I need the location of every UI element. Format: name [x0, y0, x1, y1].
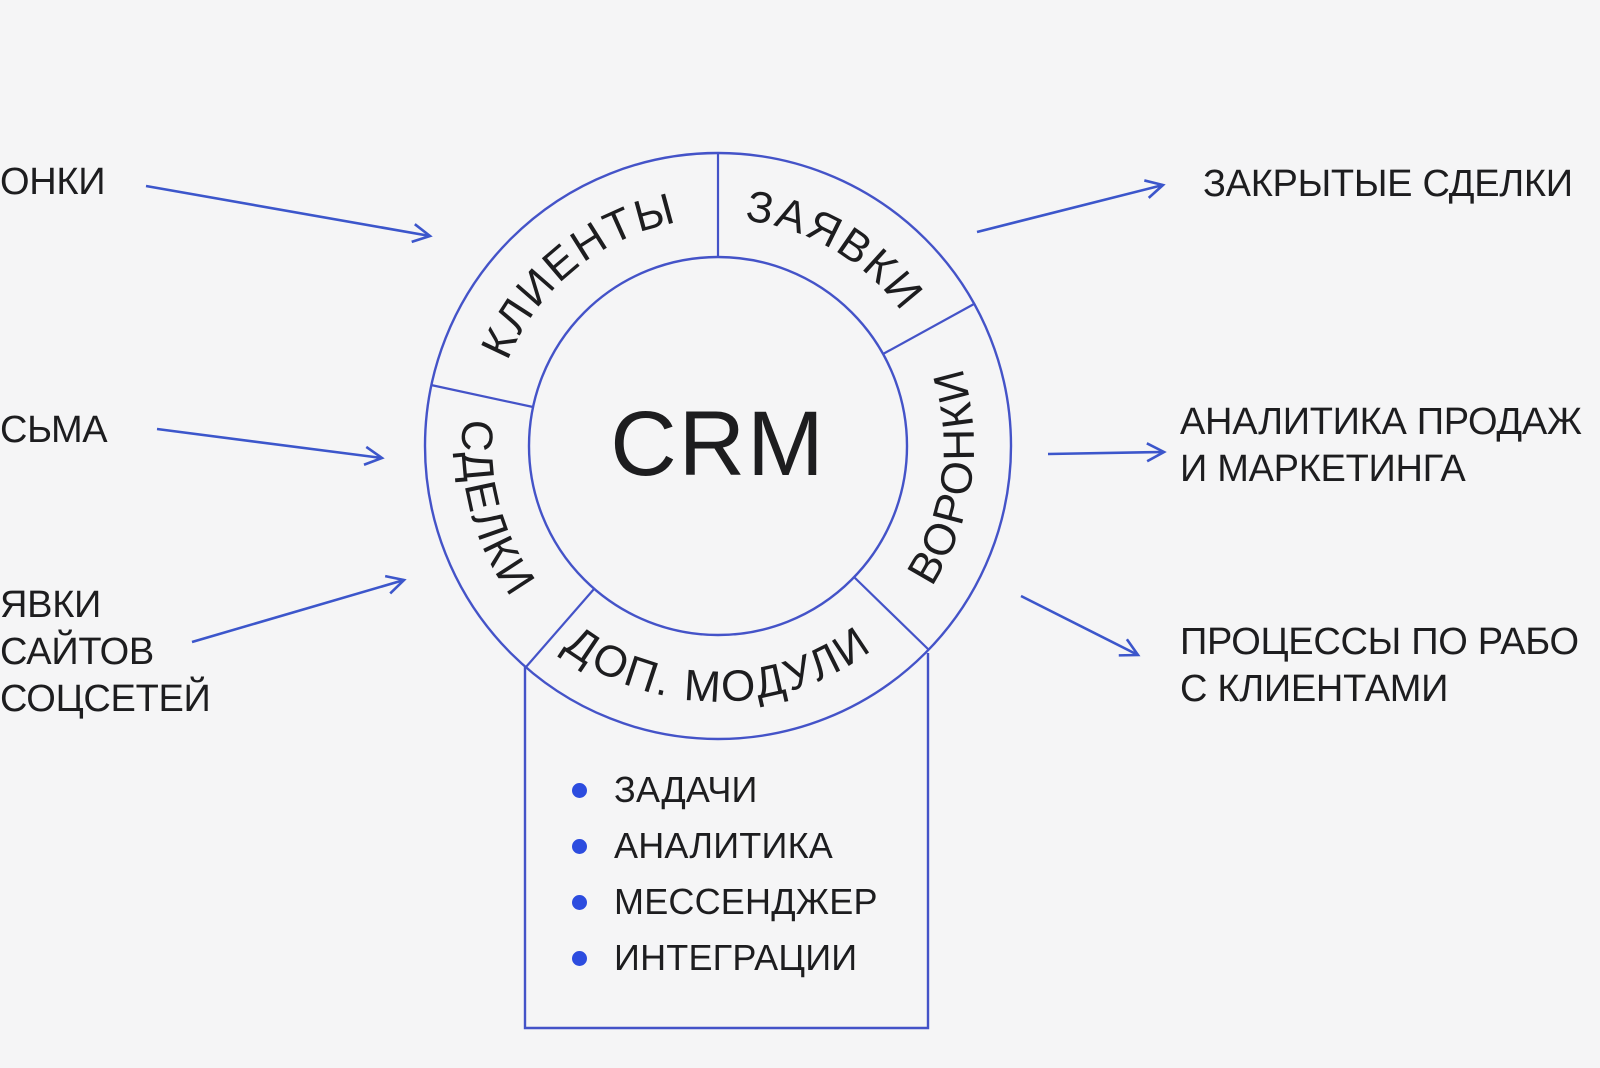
arrow-analytics-out	[1047, 442, 1167, 463]
module-item-label: АНАЛИТИКА	[614, 825, 833, 866]
output-label-line: АНАЛИТИКА ПРОДАЖ	[1180, 401, 1582, 443]
bullet-dot-icon	[572, 894, 587, 910]
modules-box	[523, 653, 930, 1030]
output-label-line: И МАРКЕТИНГА	[1180, 448, 1466, 490]
ring-segment-klienty: КЛИЕНТЫ	[472, 184, 682, 366]
input-label-line: ОНКИ	[0, 161, 106, 203]
ring-segment-dop-moduli: ДОП. МОДУЛИ	[556, 617, 879, 713]
module-item-label: ЗАДАЧИ	[614, 769, 758, 810]
output-label-line: С КЛИЕНТАМИ	[1180, 668, 1449, 710]
divider-sdelki-klienty	[430, 383, 534, 409]
ring-segment-voronki: ВОРОНКИ	[898, 363, 984, 593]
arrow-calls-in	[145, 184, 433, 244]
input-label-line: ЯВКИ	[0, 584, 102, 626]
module-item-analytics: АНАЛИТИКА	[572, 825, 833, 867]
arrow-requests-in	[191, 574, 407, 644]
arrow-closed-deals-out	[976, 179, 1166, 234]
arrow-emails-in	[156, 427, 385, 466]
module-item-label: ИНТЕГРАЦИИ	[614, 937, 858, 978]
output-label-analytics: АНАЛИТИКА ПРОДАЖ И МАРКЕТИНГА	[1180, 399, 1582, 493]
divider-zayavki-voronki	[882, 303, 975, 355]
output-label-closed-deals: ЗАКРЫТЫЕ СДЕЛКИ	[1203, 161, 1573, 208]
module-item-messenger: МЕССЕНДЖЕР	[572, 881, 878, 923]
output-label-line: ПРОЦЕССЫ ПО РАБО	[1180, 621, 1579, 663]
hub-label: CRM	[610, 393, 826, 495]
bullet-dot-icon	[572, 838, 587, 854]
input-label-requests: ЯВКИ САЙТОВ СОЦСЕТЕЙ	[0, 582, 211, 723]
module-item-tasks: ЗАДАЧИ	[572, 769, 758, 811]
output-label-line: ЗАКРЫТЫЕ СДЕЛКИ	[1203, 163, 1573, 205]
divider-voronki-moduli	[853, 576, 930, 651]
input-label-line: СЬМА	[0, 409, 108, 451]
bullet-dot-icon	[572, 950, 587, 966]
output-label-processes: ПРОЦЕССЫ ПО РАБО С КЛИЕНТАМИ	[1180, 619, 1579, 713]
arrow-processes-out	[1020, 594, 1141, 657]
input-label-line: СОЦСЕТЕЙ	[0, 678, 211, 720]
divider-moduli-sdelki	[525, 588, 595, 668]
bullet-dot-icon	[572, 782, 587, 798]
module-item-integrations: ИНТЕГРАЦИИ	[572, 937, 857, 979]
module-item-label: МЕССЕНДЖЕР	[614, 881, 878, 922]
input-label-emails: СЬМА	[0, 407, 108, 454]
input-label-calls: ОНКИ	[0, 159, 106, 206]
ring-segment-sdelki: СДЕЛКИ	[451, 419, 545, 605]
input-label-line: САЙТОВ	[0, 631, 154, 673]
